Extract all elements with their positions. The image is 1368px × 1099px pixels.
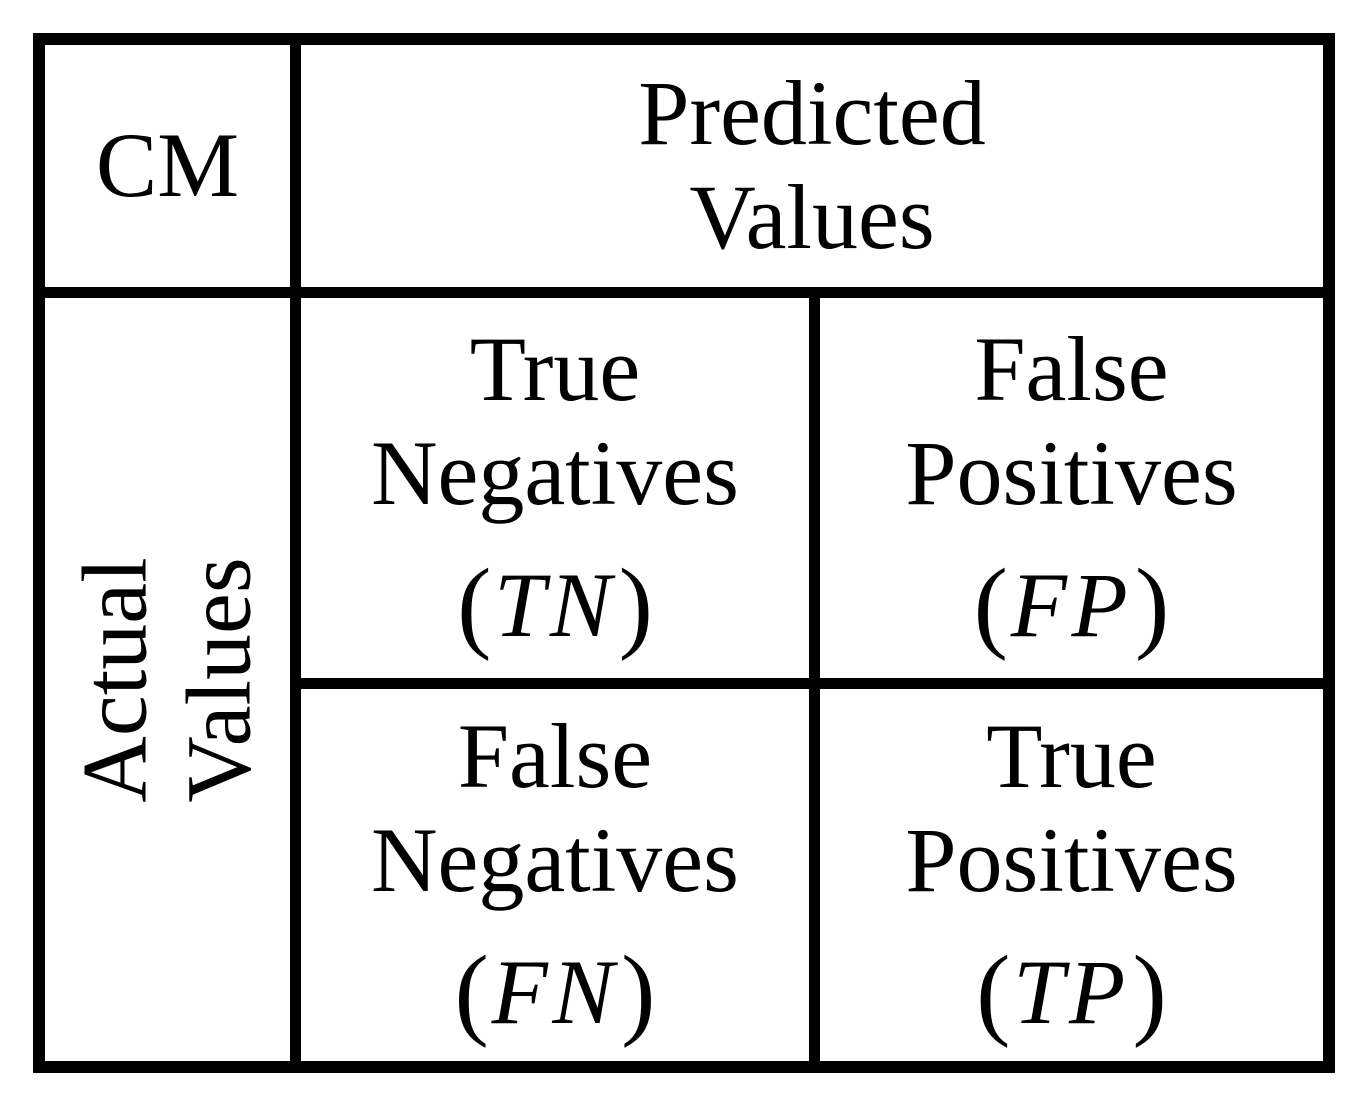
abbr-letters: TP <box>1013 940 1130 1043</box>
corner-cell: CM <box>45 45 290 287</box>
paren-open-glyph: ( <box>976 935 1011 1050</box>
paren-open-glyph: ( <box>454 935 489 1050</box>
cell-abbreviation: ( FN ) <box>455 941 656 1045</box>
cell-true-negatives: True Negatives ( TN ) <box>301 298 809 678</box>
paren-open-glyph: ( <box>457 548 492 663</box>
paren-open-glyph: ( <box>973 548 1008 663</box>
actual-values-header: Actual Values <box>45 298 290 1061</box>
cell-false-negatives: False Negatives ( FN ) <box>301 689 809 1061</box>
cell-abbreviation: ( TN ) <box>457 554 653 658</box>
abbr-letters: FP <box>1010 553 1133 656</box>
abbr-letters: FN <box>491 940 619 1043</box>
cell-label-line: False <box>457 705 653 808</box>
paren-close-glyph: ) <box>618 548 653 663</box>
cell-label-line: Positives <box>905 422 1238 525</box>
predicted-header-line: Predicted <box>638 62 986 165</box>
corner-label: CM <box>95 114 240 217</box>
predicted-header-line: Values <box>689 166 935 268</box>
paren-close-glyph: ) <box>1132 935 1167 1050</box>
paren-close-glyph: ) <box>621 935 656 1050</box>
actual-header-line: Values <box>167 556 270 803</box>
actual-header-rotated-text: Actual Values <box>64 557 272 802</box>
cell-label-line: Negatives <box>371 809 739 912</box>
cell-label-line: True <box>469 318 641 421</box>
cell-label-line: False <box>974 318 1169 421</box>
cell-abbreviation: ( TP ) <box>976 941 1167 1045</box>
cell-abbreviation: ( FP ) <box>974 554 1170 658</box>
actual-header-line: Actual <box>63 556 166 803</box>
cell-true-positives: True Positives ( TP ) <box>820 689 1323 1061</box>
confusion-matrix-table: CM Predicted Values Actual Values True N… <box>33 33 1335 1073</box>
cell-label-line: Positives <box>905 809 1238 912</box>
paren-close-glyph: ) <box>1135 548 1170 663</box>
abbr-letters: TN <box>494 553 616 656</box>
cell-label-line: Negatives <box>371 422 739 525</box>
predicted-values-header: Predicted Values <box>301 45 1323 287</box>
cell-label-line: True <box>986 705 1157 808</box>
cell-false-positives: False Positives ( FP ) <box>820 298 1323 678</box>
